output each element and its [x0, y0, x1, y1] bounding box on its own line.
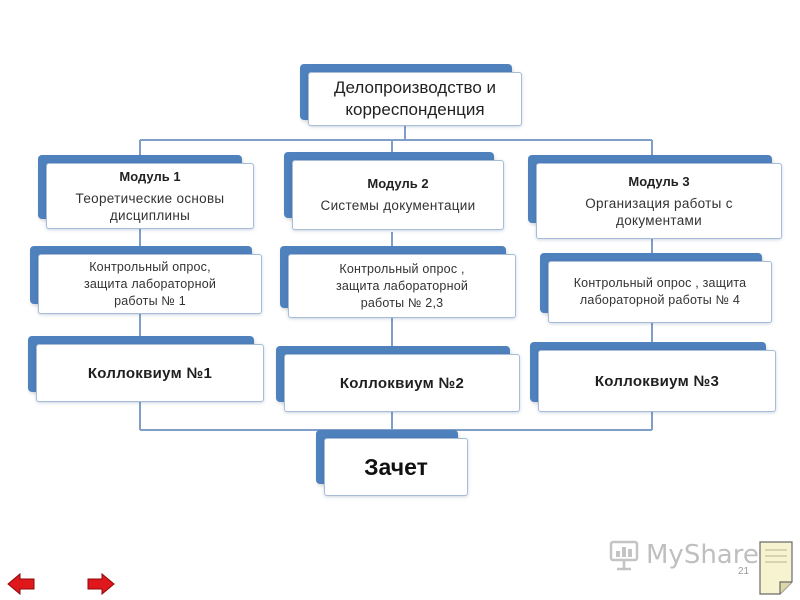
page-number: 21 [738, 566, 750, 577]
module-3-line-1: Организация работы с [585, 195, 733, 211]
control-1-line-3: работы № 1 [114, 293, 186, 308]
arrow-left-icon[interactable] [6, 572, 36, 596]
page-corner-icon [759, 541, 793, 595]
control-3-line-1: Контрольный опрос , защита [573, 276, 747, 290]
module-2-block: Модуль 2 Системы документации [284, 152, 504, 230]
module-3-heading: Модуль 3 [628, 173, 690, 189]
final-block: Зачет [316, 430, 468, 496]
control-2-block: Контрольный опрос , защита лабораторной … [280, 246, 516, 318]
module-2-heading: Модуль 2 [367, 176, 429, 191]
arrow-right-icon[interactable] [86, 572, 116, 596]
module-3-block: Модуль 3 Организация работы с документам… [528, 155, 782, 239]
colloquium-2-label: Коллоквиум №2 [339, 374, 465, 392]
presentation-board-icon [609, 540, 639, 571]
control-1-line-2: защита лабораторной [83, 276, 217, 291]
module-1-block: Модуль 1 Теоретические основы дисциплины [38, 155, 254, 229]
colloquium-2-block: Коллоквиум №2 [276, 346, 520, 412]
control-3-block: Контрольный опрос , защита лабораторной … [540, 253, 772, 323]
control-1-line-1: Контрольный опрос, [89, 259, 211, 274]
module-1-line-1: Теоретические основы [75, 190, 225, 206]
final-label: Зачет [364, 453, 428, 480]
control-2-line-1: Контрольный опрос , [339, 261, 465, 276]
module-1-line-2: дисциплины [109, 207, 191, 223]
colloquium-3-block: Коллоквиум №3 [530, 342, 776, 412]
colloquium-1-block: Коллоквиум №1 [28, 336, 264, 402]
watermark: MyShared [608, 538, 775, 574]
root-title-line-2: корреспонденция [345, 100, 485, 119]
colloquium-3-label: Коллоквиум №3 [594, 372, 720, 390]
colloquium-1-label: Коллоквиум №1 [87, 364, 213, 382]
root-title-line-1: Делопроизводство и [333, 78, 496, 97]
root-block: Делопроизводство и корреспонденция [300, 64, 522, 126]
module-3-line-2: документами [616, 212, 702, 228]
module-2-line-1: Системы документации [320, 198, 476, 213]
module-1-heading: Модуль 1 [119, 168, 181, 184]
control-2-line-2: защита лабораторной [335, 278, 469, 293]
watermark-text: MyShared [646, 540, 776, 570]
control-1-block: Контрольный опрос, защита лабораторной р… [30, 246, 262, 314]
control-3-line-2: лабораторной работы № 4 [579, 293, 741, 307]
control-2-line-3: работы № 2,3 [360, 295, 444, 310]
